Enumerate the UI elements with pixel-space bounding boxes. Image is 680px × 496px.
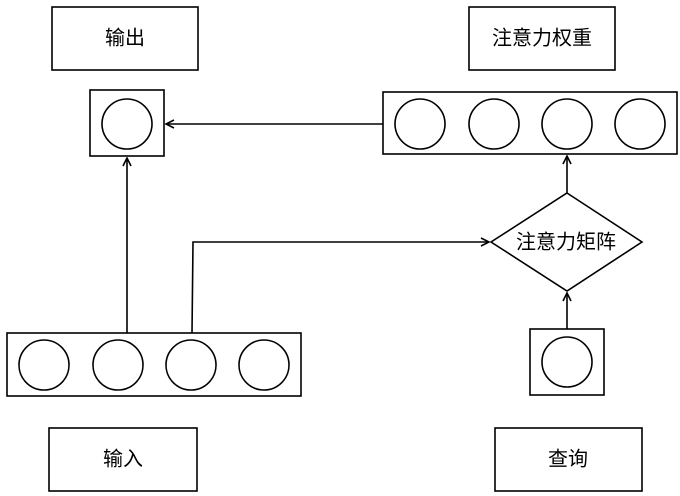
query-node-box <box>529 328 605 396</box>
output-label: 输出 <box>51 6 199 71</box>
input-node-1 <box>18 339 70 391</box>
attention-weights-label-text: 注意力权重 <box>492 26 592 50</box>
arrow-input-to-matrix <box>191 242 489 334</box>
attention-weight-node-1 <box>394 98 446 150</box>
input-vector <box>6 332 302 397</box>
input-node-3 <box>165 339 217 391</box>
attention-matrix: 注意力矩阵 <box>489 192 644 292</box>
output-label-text: 输出 <box>105 26 145 50</box>
input-node-4 <box>238 339 290 391</box>
attention-weights-vector <box>382 91 678 155</box>
attention-weight-node-3 <box>541 98 593 150</box>
query-node <box>541 336 593 388</box>
output-node <box>101 98 153 150</box>
input-label-text: 输入 <box>103 447 143 471</box>
query-label-text: 查询 <box>548 447 588 471</box>
attention-weight-node-2 <box>468 98 520 150</box>
output-node-box <box>89 89 165 157</box>
attention-weights-label: 注意力权重 <box>468 6 616 71</box>
attention-weight-node-4 <box>614 98 666 150</box>
input-node-2 <box>92 339 144 391</box>
input-label: 输入 <box>48 427 198 492</box>
attention-matrix-text: 注意力矩阵 <box>516 230 616 254</box>
query-label: 查询 <box>494 427 643 492</box>
